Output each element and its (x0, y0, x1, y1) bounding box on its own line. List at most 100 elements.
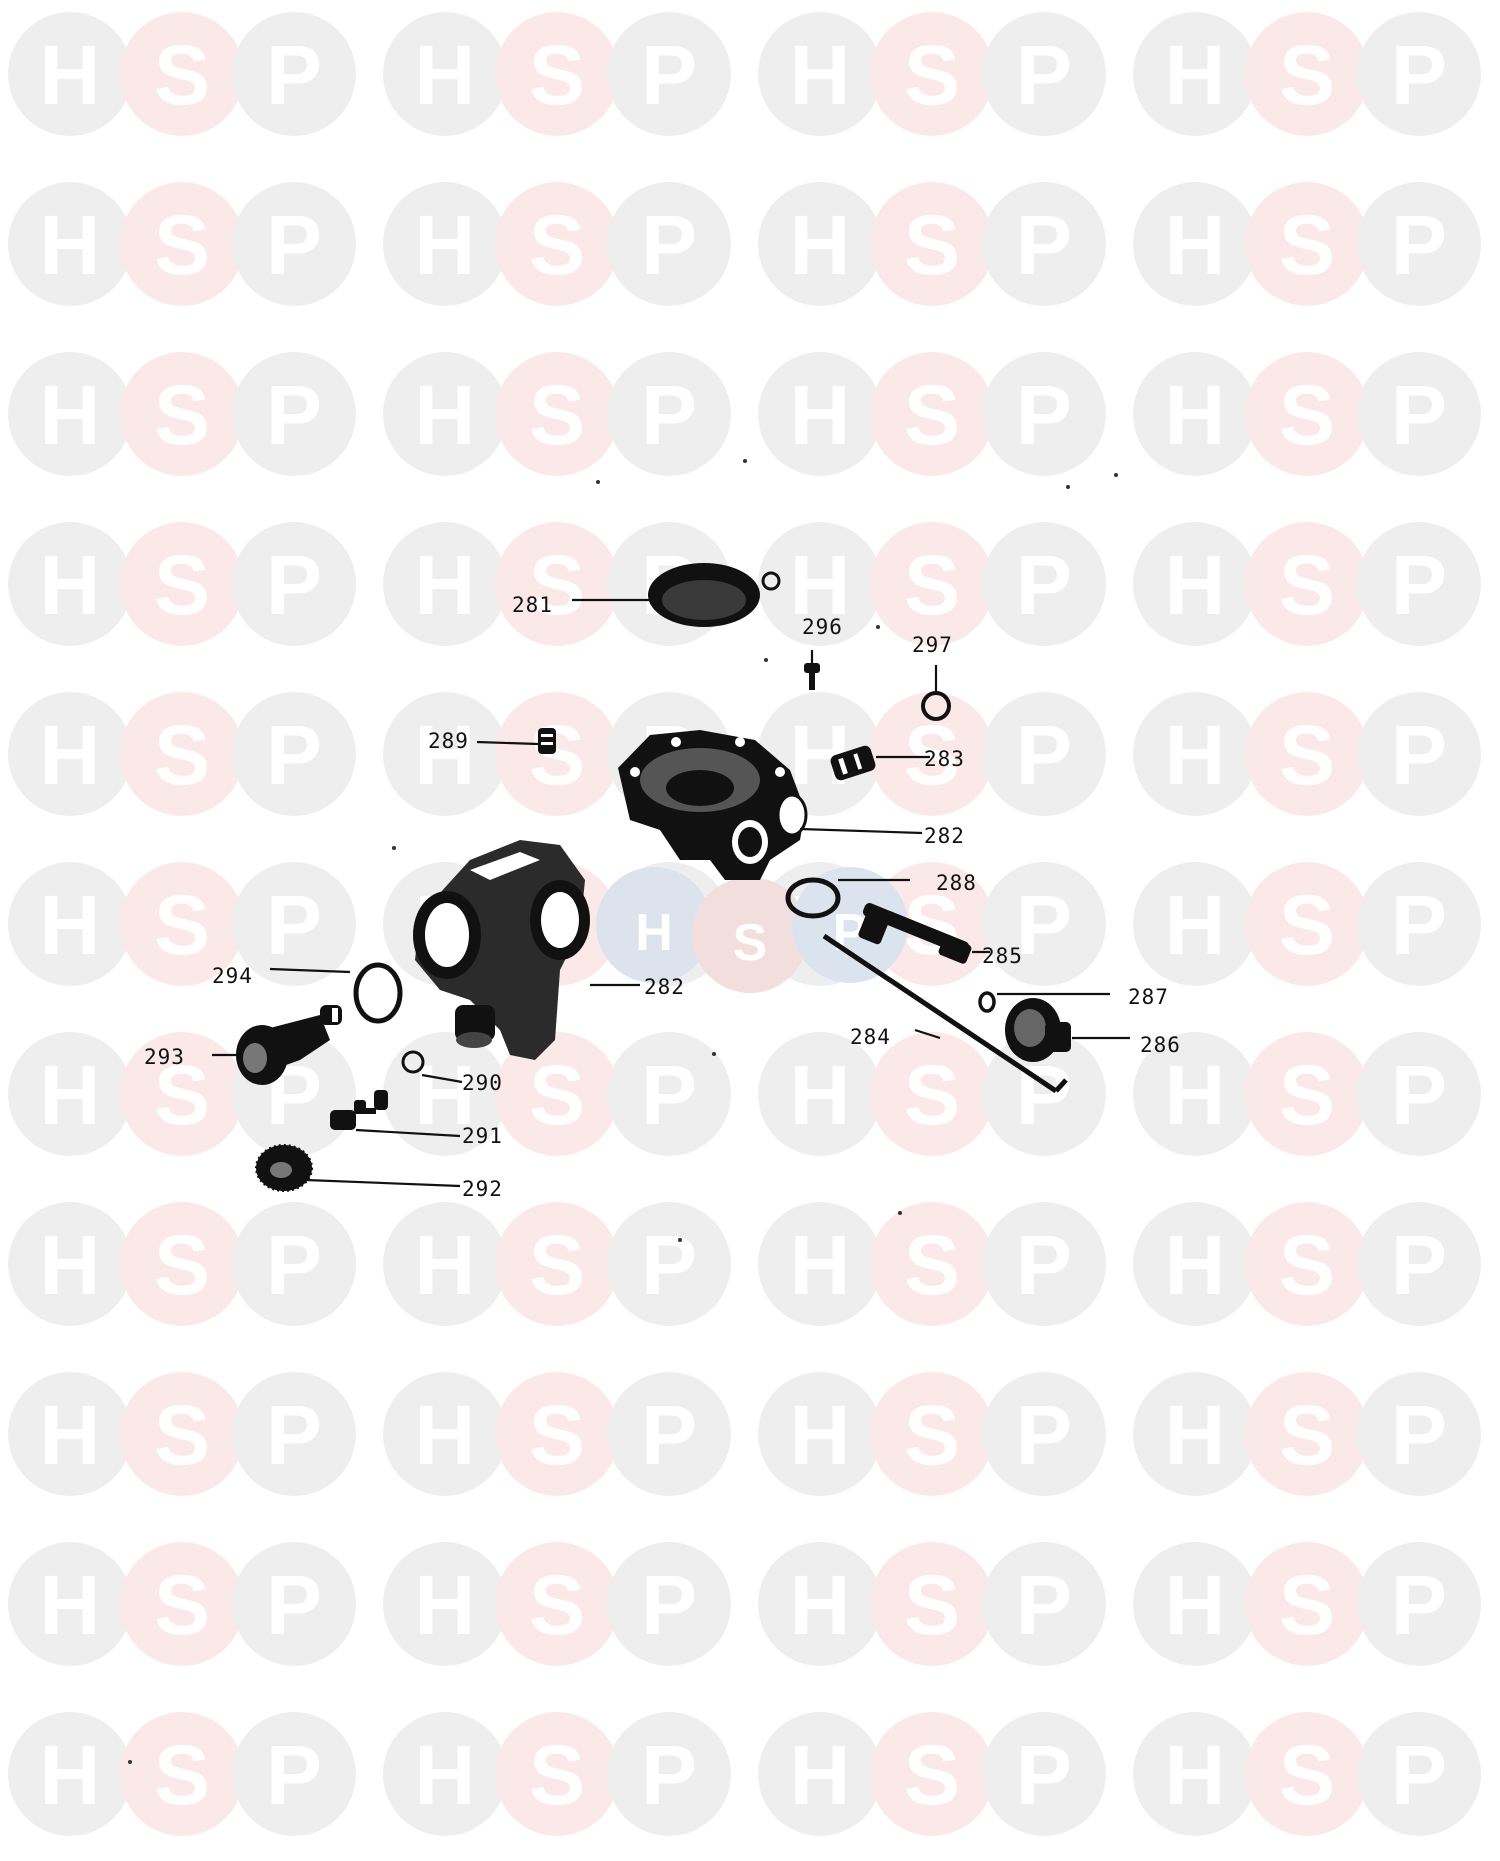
watermark-circle (758, 1202, 882, 1326)
watermark-letter: H (790, 1048, 851, 1142)
callout-294: 294 (212, 964, 253, 988)
watermark-letter: P (1016, 1558, 1072, 1652)
watermark-letter: H (1165, 28, 1226, 122)
watermark-letter: H (40, 1728, 101, 1822)
watermark-circle (758, 1372, 882, 1496)
watermark-letter: H (1165, 538, 1226, 632)
watermark-letter: S (154, 1048, 210, 1142)
watermark-circle (383, 1372, 507, 1496)
watermark-circle (120, 692, 244, 816)
watermark-circle (232, 1712, 356, 1836)
watermark-letter: P (1016, 1388, 1072, 1482)
watermark-letter: P (1016, 1048, 1072, 1142)
watermark-circle (1133, 352, 1257, 476)
valve-head-icon (236, 1005, 342, 1085)
watermark-letter: S (904, 1048, 960, 1142)
watermark-letter: P (1391, 1218, 1447, 1312)
watermark-letter: S (154, 368, 210, 462)
valve-body-lower-icon (413, 840, 590, 1060)
watermark-circle (495, 1712, 619, 1836)
watermark-circle (8, 1712, 132, 1836)
watermark-letter: S (154, 538, 210, 632)
watermark-circle (870, 182, 994, 306)
small-o-ring-icon (401, 1050, 425, 1074)
watermark-circle (1245, 1372, 1369, 1496)
watermark-letter: H (790, 198, 851, 292)
watermark-circle (495, 692, 619, 816)
callout-293: 293 (144, 1045, 185, 1069)
watermark-letter: S (1279, 1388, 1335, 1482)
spindle-icon (858, 903, 972, 964)
watermark-letter: S (154, 1728, 210, 1822)
center-watermark: H S P (596, 867, 908, 993)
watermark-circle (1245, 12, 1369, 136)
watermark-letter: H (40, 198, 101, 292)
watermark-letter: P (641, 368, 697, 462)
watermark-letter: H (790, 28, 851, 122)
watermark-letter: S (529, 1048, 585, 1142)
watermark-letter: H (415, 1048, 476, 1142)
watermark-circle (8, 862, 132, 986)
plug-icon (538, 728, 556, 754)
watermark-letter: H (1165, 878, 1226, 972)
watermark-letter: S (1279, 198, 1335, 292)
watermark-circle (982, 352, 1106, 476)
watermark-circle (607, 1032, 731, 1156)
watermark-circle (758, 522, 882, 646)
watermark-circle (607, 1202, 731, 1326)
watermark-circle (1245, 522, 1369, 646)
watermark-letter: P (266, 1728, 322, 1822)
watermark-letter: P (1016, 538, 1072, 632)
watermark-circle (870, 1032, 994, 1156)
watermark-circle (1245, 1542, 1369, 1666)
watermark-circle (8, 12, 132, 136)
watermark-letter: H (790, 1218, 851, 1312)
watermark-circle (1357, 1202, 1481, 1326)
watermark-letter: H (1165, 198, 1226, 292)
watermark-letter: H (790, 1728, 851, 1822)
watermark-letter: H (415, 198, 476, 292)
watermark-letter: P (641, 1388, 697, 1482)
watermark-circle (120, 1202, 244, 1326)
watermark-circle (383, 182, 507, 306)
watermark-letter: S (154, 198, 210, 292)
watermark-circle (1357, 522, 1481, 646)
watermark-letter: S (1279, 708, 1335, 802)
watermark-circle (495, 1032, 619, 1156)
watermark-circle (120, 352, 244, 476)
watermark-circle (120, 182, 244, 306)
watermark-circle (1133, 1202, 1257, 1326)
watermark-circle (607, 1712, 731, 1836)
watermark-letter: S (154, 1558, 210, 1652)
watermark-letter: S (529, 368, 585, 462)
watermark-circle (1245, 352, 1369, 476)
watermark-circle (1133, 182, 1257, 306)
watermark-letter: S (1279, 1728, 1335, 1822)
watermark-circle (8, 692, 132, 816)
watermark-circle (1357, 1712, 1481, 1836)
callout-290: 290 (462, 1071, 503, 1095)
watermark-circle (120, 12, 244, 136)
watermark-letter: S (154, 708, 210, 802)
watermark-circle (383, 1542, 507, 1666)
watermark-circle (982, 1372, 1106, 1496)
watermark-letter: H (40, 1218, 101, 1312)
watermark-circle (383, 352, 507, 476)
watermark-circle (120, 1032, 244, 1156)
watermark-letter: S (904, 368, 960, 462)
watermark-circle (607, 1542, 731, 1666)
watermark-circle (495, 182, 619, 306)
watermark-letter: H (415, 1728, 476, 1822)
watermark-letter: P (1391, 28, 1447, 122)
callouts: 281 282 282 283 284 285 286 287 288 289 … (144, 593, 1180, 1201)
watermark-circle (1245, 862, 1369, 986)
watermark-circle (1245, 1712, 1369, 1836)
watermark-circle (758, 182, 882, 306)
watermark-letter: S (904, 1218, 960, 1312)
watermark-circle (1133, 1542, 1257, 1666)
watermark-letter: S (904, 198, 960, 292)
watermark-circle (232, 862, 356, 986)
watermark-circle (495, 1542, 619, 1666)
watermark-letter: S (1279, 368, 1335, 462)
